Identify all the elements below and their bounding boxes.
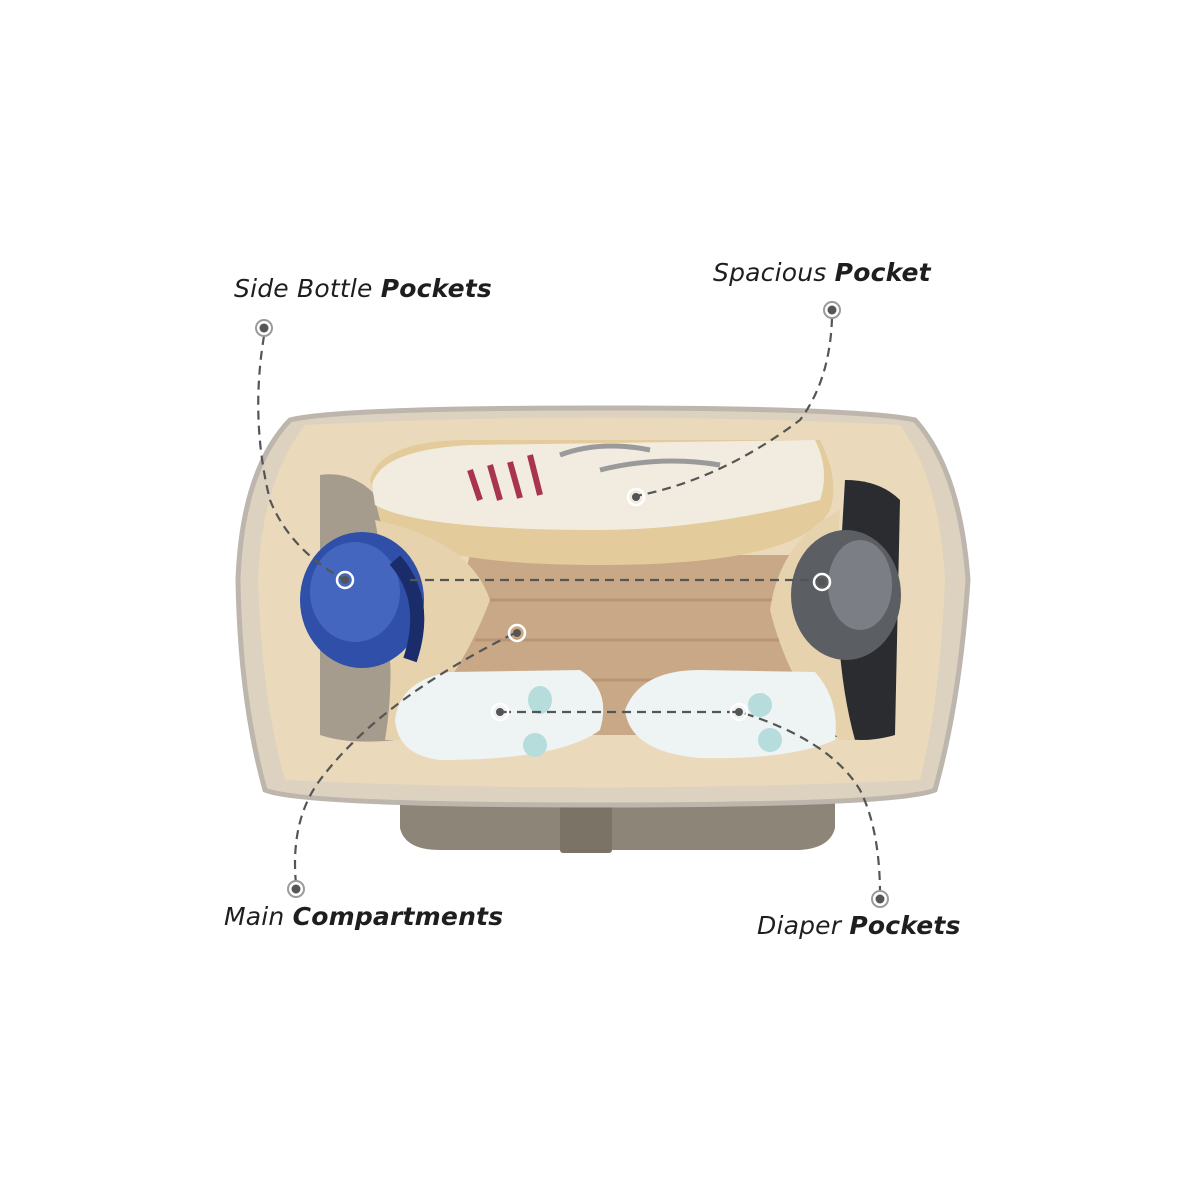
- dot-spacious: [626, 487, 646, 507]
- bag-front-shell: [400, 800, 835, 850]
- dot-diaper-label: [871, 890, 889, 908]
- dot-main-label: [287, 880, 305, 898]
- label-regular: Diaper: [757, 911, 850, 940]
- label-regular: Side Bottle: [234, 274, 381, 303]
- clothing-stripes: [467, 454, 543, 501]
- label-bold: Pocket: [834, 258, 931, 287]
- label-regular: Spacious: [713, 258, 835, 287]
- dot-blue-bottle: [335, 570, 355, 590]
- label-bold: Pockets: [380, 274, 492, 303]
- label-side-bottle-pockets: Side Bottle Pockets: [234, 274, 492, 303]
- label-regular: Main: [224, 902, 293, 931]
- bag-strap-loop: [560, 795, 612, 853]
- label-diaper-pockets: Diaper Pockets: [757, 911, 961, 940]
- dot-main: [507, 623, 527, 643]
- callout-dots: [255, 301, 889, 908]
- leader-diaper: [739, 710, 882, 896]
- dot-diaper-right: [729, 702, 749, 722]
- label-spacious-pocket: Spacious Pocket: [713, 258, 931, 287]
- dot-spacious-label: [823, 301, 841, 319]
- leader-side-bottle: [257, 335, 346, 581]
- dot-grey-bottle: [812, 572, 832, 592]
- label-main-compartments: Main Compartments: [224, 902, 503, 931]
- leader-main: [293, 632, 516, 885]
- dot-diaper-left: [490, 702, 510, 722]
- label-bold: Compartments: [292, 902, 504, 931]
- dot-side-bottle-label: [255, 319, 273, 337]
- leader-spacious: [635, 317, 834, 498]
- leader-lines: [257, 317, 882, 896]
- label-bold: Pockets: [849, 911, 961, 940]
